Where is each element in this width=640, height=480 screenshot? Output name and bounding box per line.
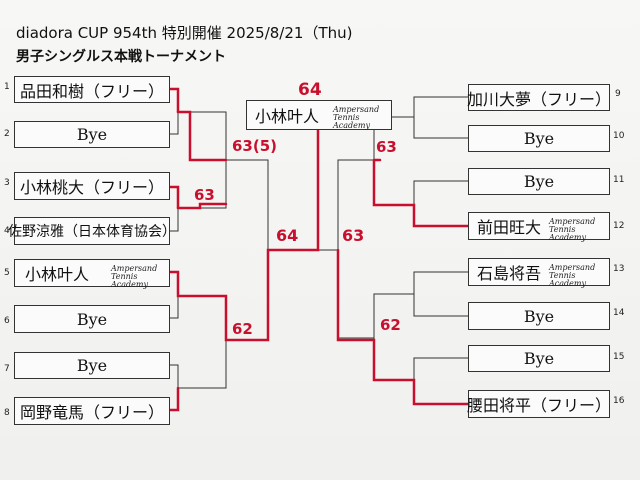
champion-slot: 小林叶人 Ampersand Tennis Academy (246, 100, 392, 130)
player-slot: 石島将吾 Ampersand Tennis Academy (468, 258, 610, 288)
seed-number: 14 (613, 308, 625, 318)
player-slot: Bye (468, 125, 610, 152)
seed-number: 11 (613, 175, 625, 185)
player-name: 小林叶人 (25, 265, 90, 284)
champion-affiliation: Ampersand Tennis Academy (333, 105, 380, 130)
player-slot: Bye (14, 121, 170, 148)
seed-number: 15 (613, 352, 625, 362)
player-slot: 加川大夢（フリー） (467, 84, 612, 111)
seed-number: 3 (4, 178, 10, 188)
player-name: 小林桃大（フリー） (19, 178, 164, 197)
player-slot: 腰田将平（フリー） (467, 390, 612, 418)
score-right-qf-top: 63 (376, 138, 397, 156)
final-score: 64 (298, 80, 322, 100)
player-affiliation: Ampersand Tennis Academy (549, 263, 596, 288)
player-slot: 岡野竜馬（フリー） (14, 397, 170, 425)
player-name: Bye (523, 129, 555, 148)
seed-number: 13 (613, 264, 625, 274)
player-name: 石島将吾 (477, 264, 542, 283)
score-left-qf-bottom: 62 (232, 320, 253, 338)
player-name: Bye (523, 172, 555, 191)
player-slot: 小林桃大（フリー） (14, 172, 170, 200)
score-left-sf: 64 (276, 226, 299, 245)
player-slot: Bye (14, 352, 170, 379)
player-slot: Bye (468, 168, 610, 195)
score-left-qf-top: 63(5) (232, 137, 278, 155)
player-slot: 前田旺大 Ampersand Tennis Academy (468, 212, 610, 242)
player-slot: Bye (468, 345, 610, 372)
player-name: Bye (76, 309, 108, 329)
seed-number: 7 (4, 364, 10, 374)
player-name: 品田和樹（フリー） (19, 81, 164, 101)
champion-name: 小林叶人 (255, 107, 320, 126)
page-title: diadora CUP 954th 特別開催 2025/8/21（Thu) (16, 24, 353, 42)
seed-number: 10 (613, 131, 625, 141)
player-affiliation: Ampersand Tennis Academy (549, 217, 596, 242)
player-slot: Bye (14, 305, 170, 333)
score-left-r1: 63 (194, 186, 215, 204)
seed-number: 6 (4, 316, 10, 326)
draw-subtitle: 男子シングルス本戦トーナメント (16, 49, 226, 65)
player-name: 前田旺大 (477, 218, 542, 237)
seed-number: 4 (4, 226, 10, 236)
player-name: Bye (76, 125, 108, 144)
player-name: 佐野涼雅（日本体育協会） (8, 224, 176, 240)
score-right-qf-bottom: 62 (380, 316, 401, 334)
player-slot: 品田和樹（フリー） (14, 76, 170, 103)
player-slot: 佐野涼雅（日本体育協会） (8, 217, 176, 245)
seed-number: 8 (4, 408, 10, 418)
player-name: Bye (523, 349, 555, 368)
player-slot: Bye (468, 302, 610, 330)
seed-number: 2 (4, 129, 10, 139)
player-slot: 小林叶人 Ampersand Tennis Academy (14, 259, 170, 289)
seed-number: 5 (4, 268, 10, 278)
player-name: 岡野竜馬（フリー） (19, 403, 164, 422)
seed-number: 12 (613, 221, 625, 231)
player-name: Bye (76, 356, 108, 375)
player-name: Bye (523, 306, 555, 326)
player-name: 加川大夢（フリー） (467, 89, 612, 109)
seed-number: 16 (613, 396, 625, 406)
score-right-sf: 63 (342, 226, 365, 245)
player-affiliation: Ampersand Tennis Academy (111, 264, 158, 289)
seed-number: 1 (4, 82, 10, 92)
player-name: 腰田将平（フリー） (467, 396, 612, 415)
seed-number: 9 (615, 89, 621, 99)
